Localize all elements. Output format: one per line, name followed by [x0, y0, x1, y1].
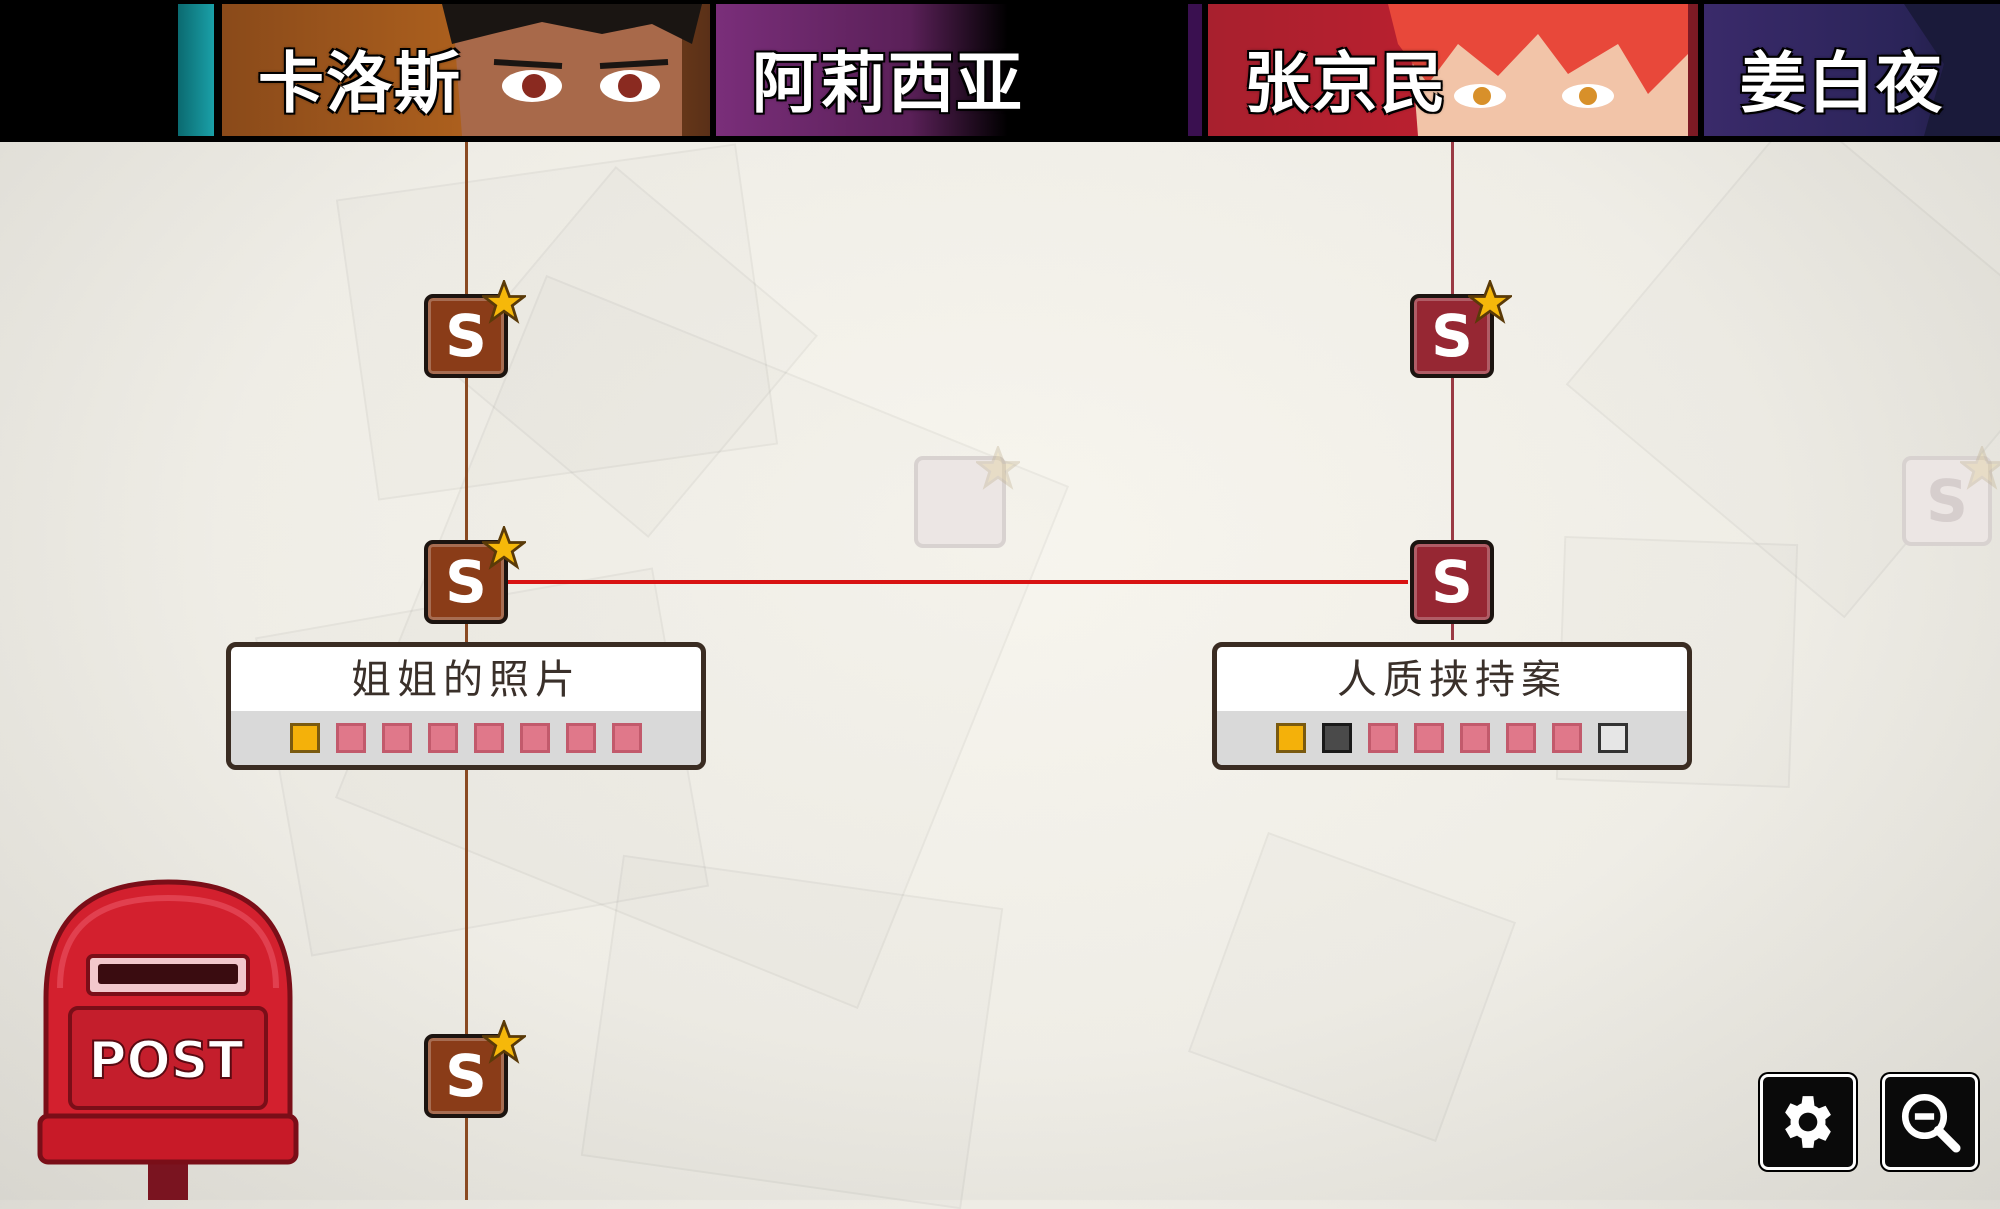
- partial-portrait-hair: [1188, 4, 1202, 136]
- node-label: S: [1431, 302, 1473, 370]
- settings-button[interactable]: [1760, 1074, 1856, 1170]
- tab-alicia[interactable]: 阿莉西亚: [716, 4, 1202, 136]
- node-label: S: [445, 548, 487, 616]
- scene-progress-bar: [231, 711, 701, 765]
- bg-decoration: [581, 855, 1004, 1209]
- scene-card[interactable]: 人质挟持案: [1212, 642, 1692, 770]
- progress-square-pink: [1460, 723, 1490, 753]
- tab-label: 阿莉西亚: [752, 44, 1024, 122]
- post-box-button[interactable]: POST: [36, 878, 300, 1200]
- node-label: S: [445, 302, 487, 370]
- zhang-jingmin-portrait: [1388, 4, 1688, 136]
- progress-square-pink: [612, 723, 642, 753]
- locked-scene-node: [914, 456, 1006, 548]
- star-icon: [482, 280, 526, 324]
- node-label: S: [445, 1042, 487, 1110]
- star-icon: [976, 446, 1020, 490]
- locked-scene-node: S: [1902, 456, 1992, 546]
- partial-portrait-left: [178, 4, 214, 136]
- progress-square-pink: [382, 723, 412, 753]
- progress-square-pink: [566, 723, 596, 753]
- zoom-out-button[interactable]: [1882, 1074, 1978, 1170]
- scene-node[interactable]: S: [1410, 294, 1494, 378]
- star-icon: [482, 1020, 526, 1064]
- scene-node[interactable]: S: [1410, 540, 1494, 624]
- tab-carlos[interactable]: 卡洛斯: [222, 4, 710, 136]
- jiang-baiye-portrait: [1904, 4, 2000, 136]
- zhang-jingmin-timeline-line: [1451, 142, 1454, 640]
- scene-link-line: [508, 580, 1408, 584]
- star-icon: [482, 526, 526, 570]
- progress-square-empty: [1598, 723, 1628, 753]
- gear-icon: [1785, 1096, 1831, 1148]
- progress-square-pink: [1506, 723, 1536, 753]
- tab-zhang-jingmin[interactable]: 张京民: [1208, 4, 1698, 136]
- progress-square-gold: [1276, 723, 1306, 753]
- progress-square-pink: [520, 723, 550, 753]
- progress-square-gold: [290, 723, 320, 753]
- node-label: S: [1926, 467, 1968, 535]
- character-tab-bar: 卡洛斯 阿莉西亚 张京民 姜白夜: [0, 0, 2000, 142]
- progress-square-pink: [474, 723, 504, 753]
- progress-square-pink: [428, 723, 458, 753]
- node-label: S: [1431, 548, 1473, 616]
- tab-label: 卡洛斯: [258, 44, 462, 122]
- progress-square-pink: [1414, 723, 1444, 753]
- zoom-out-icon: [1901, 1093, 1961, 1153]
- scene-node[interactable]: S: [424, 540, 508, 624]
- scene-card-title: 姐姐的照片: [351, 657, 581, 703]
- carlos-portrait: [442, 4, 702, 136]
- scene-card-title: 人质挟持案: [1337, 657, 1567, 703]
- star-icon: [1468, 280, 1512, 324]
- progress-square-dark: [1322, 723, 1352, 753]
- progress-square-pink: [1552, 723, 1582, 753]
- tab-label: 姜白夜: [1740, 44, 1944, 122]
- tab-jiang-baiye[interactable]: 姜白夜: [1704, 4, 2000, 136]
- scene-progress-bar: [1217, 711, 1687, 765]
- progress-square-pink: [336, 723, 366, 753]
- scene-card[interactable]: 姐姐的照片: [226, 642, 706, 770]
- tab-label: 张京民: [1244, 44, 1448, 122]
- progress-square-pink: [1368, 723, 1398, 753]
- bg-decoration: [1188, 832, 1516, 1142]
- post-label: POST: [88, 1031, 244, 1091]
- star-icon: [1960, 446, 2000, 490]
